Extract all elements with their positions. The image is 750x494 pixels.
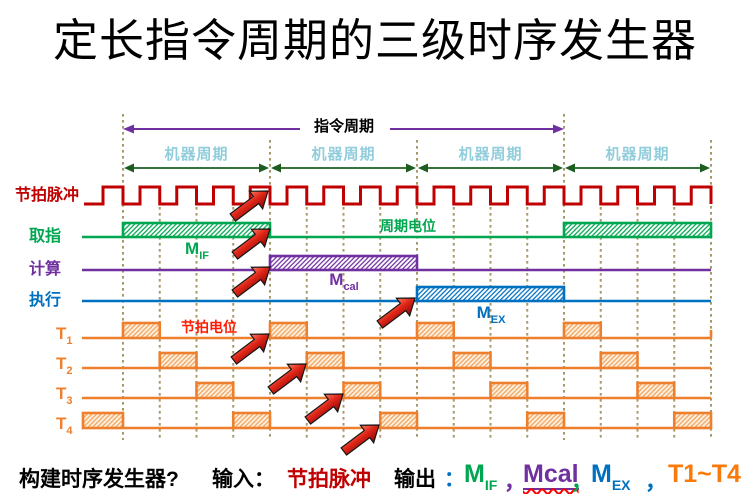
fetch-signal-label: 取指 [28,228,61,245]
m-ex-region-label: MEX [476,303,506,327]
instruction-cycle-label: 指令周期 [313,118,374,135]
clock-signal-label: 节拍脉冲 [14,187,79,204]
m-if-region-label: MIF [185,239,209,263]
machine-cycle-label-1: 机器周期 [164,146,229,163]
t2-signal-label: T2 [56,354,73,378]
footer-output-t1-t4: T1~T4 [668,460,741,488]
footer-output-m-if: MIF [464,460,498,493]
machine-cycle-label-4: 机器周期 [605,146,670,163]
exec-signal-label: 执行 [28,292,61,309]
footer-output-m-ex: MEX [591,460,631,493]
m-cal-region-label: Mcal [329,270,359,294]
page-title: 定长指令周期的三级时序发生器 [52,16,697,66]
footer-input-label: 输入： [212,468,275,491]
t4-signal-label: T4 [56,414,73,438]
beat-level-label: 节拍电位 [181,319,237,335]
machine-cycle-label-3: 机器周期 [458,146,523,163]
t3-signal-label: T3 [56,384,73,408]
footer-output-m-cal: Mcal [523,460,579,490]
machine-cycle-label-2: 机器周期 [311,146,376,163]
t1-signal-label: T1 [56,324,73,348]
footer-comma-2: ， [571,469,594,494]
footer-output-label: 输出 [394,468,436,491]
footer-question: 构建时序发生器? [19,468,179,491]
footer-output-colon: ： [444,468,465,491]
calc-signal-label: 计算 [28,261,61,278]
cycle-level-label: 周期电位 [380,218,436,234]
footer-comma-3: ， [645,469,668,494]
footer-comma-1: ， [504,469,527,494]
footer-input-value: 节拍脉冲 [287,468,371,491]
